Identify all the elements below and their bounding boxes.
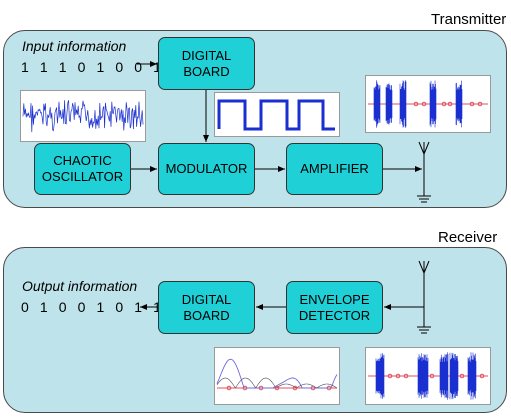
zero-marker-0 <box>387 373 393 379</box>
receiver-digital-board-block: DIGITAL BOARD <box>158 281 255 334</box>
burst-4 <box>467 352 477 400</box>
detected-envelope-plot <box>214 347 340 405</box>
envelope-trace <box>216 358 338 389</box>
input-information-label: Input information <box>22 38 127 54</box>
envelope-marker-4 <box>292 385 298 391</box>
received-signal-plot <box>365 347 491 405</box>
envelope-trace-secondary <box>216 377 338 389</box>
zero-marker-0 <box>413 101 419 107</box>
envelope-markers <box>226 385 332 391</box>
envelope-marker-6 <box>326 385 332 391</box>
burst-4 <box>455 80 463 128</box>
tx-zero-markers <box>413 101 483 107</box>
chaotic-oscillator-block: CHAOTIC OSCILLATOR <box>34 143 131 195</box>
zero-marker-4 <box>459 373 465 379</box>
burst-3 <box>449 352 459 400</box>
envelope-marker-3 <box>274 385 280 391</box>
tx-bursts <box>373 80 463 128</box>
zero-marker-1 <box>421 101 427 107</box>
zero-marker-5 <box>479 373 485 379</box>
square-wave-trace <box>217 99 335 131</box>
zero-marker-1 <box>395 373 401 379</box>
burst-0 <box>375 353 385 399</box>
burst-1 <box>417 353 429 399</box>
transmitter-title: Transmitter <box>431 11 507 28</box>
zero-marker-5 <box>477 101 483 107</box>
burst-0 <box>373 80 381 128</box>
burst-2 <box>399 80 407 128</box>
zero-marker-3 <box>429 373 435 379</box>
burst-3 <box>429 80 437 128</box>
burst-2 <box>439 352 449 400</box>
zero-marker-4 <box>469 101 475 107</box>
chaotic-signal-trace <box>22 100 144 133</box>
amplifier-block: AMPLIFIER <box>286 143 383 195</box>
digital-square-wave-plot <box>214 92 340 137</box>
zero-marker-2 <box>441 101 447 107</box>
zero-marker-3 <box>447 101 453 107</box>
output-information-label: Output information <box>22 278 138 294</box>
rx-zero-markers <box>387 373 485 379</box>
rx-bursts <box>375 352 477 400</box>
envelope-marker-0 <box>226 385 232 391</box>
output-bits: 0 1 0 0 1 0 1 1 1 <box>21 299 184 315</box>
chaotic-signal-plot <box>20 90 146 142</box>
modulator-block: MODULATOR <box>158 143 255 195</box>
burst-1 <box>385 83 393 125</box>
transmitter-digital-board-block: DIGITAL BOARD <box>158 37 255 90</box>
input-bits: 1 1 1 0 1 0 0 1 0 <box>21 59 184 75</box>
transmitted-signal-plot <box>365 75 491 133</box>
envelope-marker-5 <box>310 385 316 391</box>
envelope-detector-block: ENVELOPE DETECTOR <box>286 281 383 334</box>
receiver-title: Receiver <box>438 229 498 246</box>
envelope-marker-2 <box>258 385 264 391</box>
envelope-marker-1 <box>242 385 248 391</box>
zero-marker-2 <box>403 373 409 379</box>
